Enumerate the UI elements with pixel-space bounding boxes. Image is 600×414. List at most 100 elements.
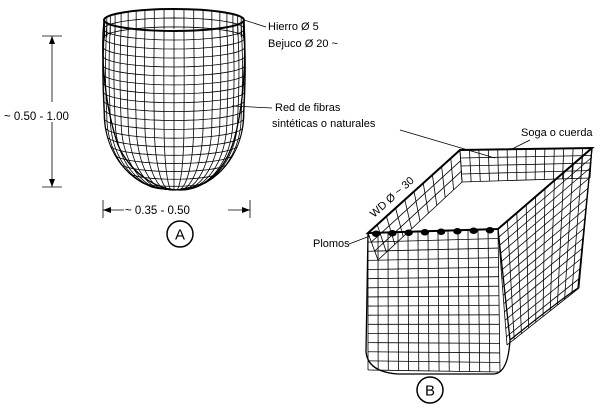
net-a-vertical-strand (153, 30, 174, 191)
net-b-inner-left-strand (376, 224, 387, 253)
net-a-vertical-strand (175, 25, 235, 191)
net-b-side-horizontal (502, 217, 586, 288)
net-b-front-horizontal (367, 351, 500, 354)
lead-weight (420, 229, 430, 236)
label-wd: WD Ø ~ 30 (368, 175, 417, 221)
net-b-front-horizontal (367, 360, 500, 363)
width-dimension: ~ 0.35 - 0.50 (102, 200, 251, 218)
net-a-vertical-strand (113, 25, 173, 191)
net-b-side-outline (509, 147, 593, 341)
net-b-side-horizontal (505, 267, 582, 329)
label-red-line2: sintéticas o naturales (272, 118, 376, 130)
net-b-front-horizontal (367, 304, 500, 307)
net-a-outline (102, 19, 246, 191)
net-a-vertical-strand (175, 23, 243, 191)
net-b-inner-left-strand (441, 166, 446, 198)
net-a-vertical-strand (108, 24, 173, 191)
lead-weight (436, 228, 446, 235)
net-a-vertical-strand (175, 19, 246, 191)
net-b-back-horizontal (461, 170, 591, 175)
net-b-side-horizontal (499, 167, 591, 246)
leader-red-a (231, 105, 273, 109)
net-b-back-horizontal (460, 155, 592, 159)
net-a-vertical-strand (174, 30, 185, 191)
net-b-front-horizontal (367, 369, 501, 373)
height-dimension-label: ~ 0.50 - 1.00 (4, 111, 69, 123)
net-a-vertical-strand (175, 27, 229, 191)
lead-weight (371, 230, 381, 237)
net-b-front-horizontal (367, 276, 499, 280)
net-b-side-horizontal (500, 187, 589, 263)
leader-soga (509, 139, 531, 151)
net-b-side-horizontal (503, 237, 584, 304)
net-a-vertical-strand (134, 29, 174, 191)
label-plomos: Plomos (313, 238, 350, 250)
net-b-inner-left-strand (422, 183, 429, 214)
net-b-front-horizontal (367, 238, 499, 243)
lead-weights (371, 227, 495, 237)
net-b-front-vertical (497, 228, 501, 373)
net-b-side-horizontal (504, 257, 583, 321)
label-red-line1: Red de fibras (275, 102, 341, 114)
net-b-outline (365, 228, 511, 375)
marker-a-label: A (175, 227, 185, 244)
net-b-front-horizontal (367, 342, 500, 344)
net-a-vertical-strand (102, 21, 173, 191)
label-hierro: Hierro Ø 5 (268, 21, 319, 33)
net-a-vertical-strand (174, 28, 222, 191)
lead-weight (453, 228, 462, 235)
lead-weight (404, 229, 413, 236)
net-b-front-horizontal (367, 266, 499, 270)
net-b-inner-left-strand (404, 199, 412, 229)
net-b-front-vertical (477, 229, 481, 372)
net-b-inner-left-strand (377, 181, 463, 261)
lead-weight (485, 227, 495, 234)
height-dimension: ~ 0.50 - 1.00 (4, 35, 69, 188)
lead-weight (469, 227, 478, 234)
net-b-side-horizontal (501, 207, 587, 280)
net-b-front-vertical (427, 231, 430, 371)
net-b-side-horizontal (500, 197, 588, 271)
net-b-back-horizontal (461, 177, 591, 183)
marker-b: B (416, 376, 444, 404)
net-b-front-horizontal (367, 285, 499, 289)
net-b-front-vertical (437, 230, 440, 372)
net-b-front-vertical (467, 229, 470, 372)
net-a-vertical-strand (174, 29, 205, 191)
leader-plomos (348, 235, 371, 245)
marker-b-label: B (425, 383, 435, 400)
net-a-vertical-strand (174, 30, 195, 191)
net-b-side-horizontal (504, 247, 583, 313)
net-b-inner-left-strand (432, 174, 438, 206)
net-a-vertical-strand (174, 29, 214, 191)
net-a-vertical-strand (102, 19, 173, 191)
marker-a: A (166, 220, 194, 248)
net-b-front-vertical (447, 230, 450, 372)
net-b-inner-left-strand (367, 232, 379, 261)
net-b-front-horizontal (367, 295, 499, 298)
net-b-front-vertical (417, 231, 420, 371)
lead-weight (388, 230, 397, 237)
width-dimension-label: ~ 0.35 - 0.50 (125, 205, 190, 217)
net-b-side-horizontal (502, 227, 585, 296)
net-b-side-horizontal (499, 177, 590, 255)
net-a (102, 8, 246, 191)
net-b-side-horizontal (506, 277, 581, 338)
net-b-front-horizontal (367, 247, 499, 252)
net-b-front-vertical (407, 231, 410, 371)
net-b-front-horizontal (367, 257, 499, 261)
net-b-back-horizontal (460, 162, 592, 167)
label-soga: Soga o cuerda (521, 127, 593, 139)
label-bejuco: Bejuco Ø 20 ~ (268, 38, 338, 50)
net-b-inner-left-strand (371, 160, 461, 243)
net-a-vertical-strand (126, 28, 174, 191)
net-b-inner-left-strand (450, 158, 454, 190)
net-a-vertical-strand (175, 24, 240, 191)
net-a-vertical-strand (163, 30, 174, 191)
net-b-inner-left-strand (413, 191, 421, 222)
net-b (365, 146, 595, 375)
net-b-side-horizontal (506, 287, 580, 346)
net-b-inner-left-strand (374, 171, 462, 252)
net-b-front-vertical (457, 230, 460, 372)
